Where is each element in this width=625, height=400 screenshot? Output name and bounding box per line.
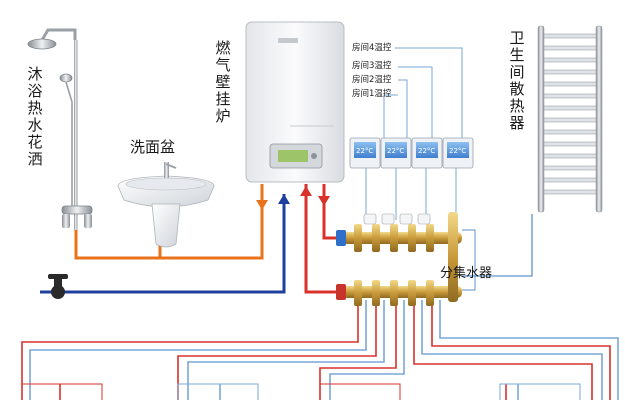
room-2-thermostat-label: 房间2温控 [352, 75, 392, 85]
thermostat-icon [411, 137, 443, 169]
wall-boiler-icon [245, 21, 345, 183]
radiator-pipe [462, 214, 533, 277]
thermostat-group [349, 137, 474, 169]
manifold-label: 分集水器 [440, 266, 493, 281]
shower-head-icon [27, 28, 93, 230]
shower-label: 沐浴热水花洒 [27, 65, 43, 168]
room-4-thermostat-label: 房间4温控 [352, 43, 392, 53]
towel-radiator-icon [537, 25, 603, 213]
thermostat-icon [442, 137, 474, 169]
basin-label: 洗面盆 [130, 138, 176, 156]
floor-loop-lines [21, 300, 619, 400]
room-1-thermostat-label: 房间1温控 [352, 89, 392, 99]
thermostat-readout: 22°C [418, 147, 436, 155]
room-outlines [21, 383, 581, 400]
hot-water-pipe [74, 184, 264, 260]
thermostat-icon [349, 137, 381, 169]
wash-basin-icon [117, 162, 215, 248]
heating-supply-pipe [304, 184, 348, 294]
thermostat-readout: 22°C [387, 147, 405, 155]
thermostat-readout: 22°C [449, 147, 467, 155]
valve-icon [48, 274, 68, 299]
boiler-label: 燃气壁挂炉 [215, 39, 231, 125]
cold-water-pipe [40, 194, 286, 294]
thermostat-icon [380, 137, 412, 169]
thermostat-readout: 22°C [356, 147, 374, 155]
manifold-icon [336, 212, 462, 306]
thermostat-signal-lines [365, 47, 463, 220]
heating-return-pipe [322, 184, 348, 240]
radiator-label: 卫生间散热器 [509, 29, 525, 132]
room-3-thermostat-label: 房间3温控 [352, 61, 392, 71]
